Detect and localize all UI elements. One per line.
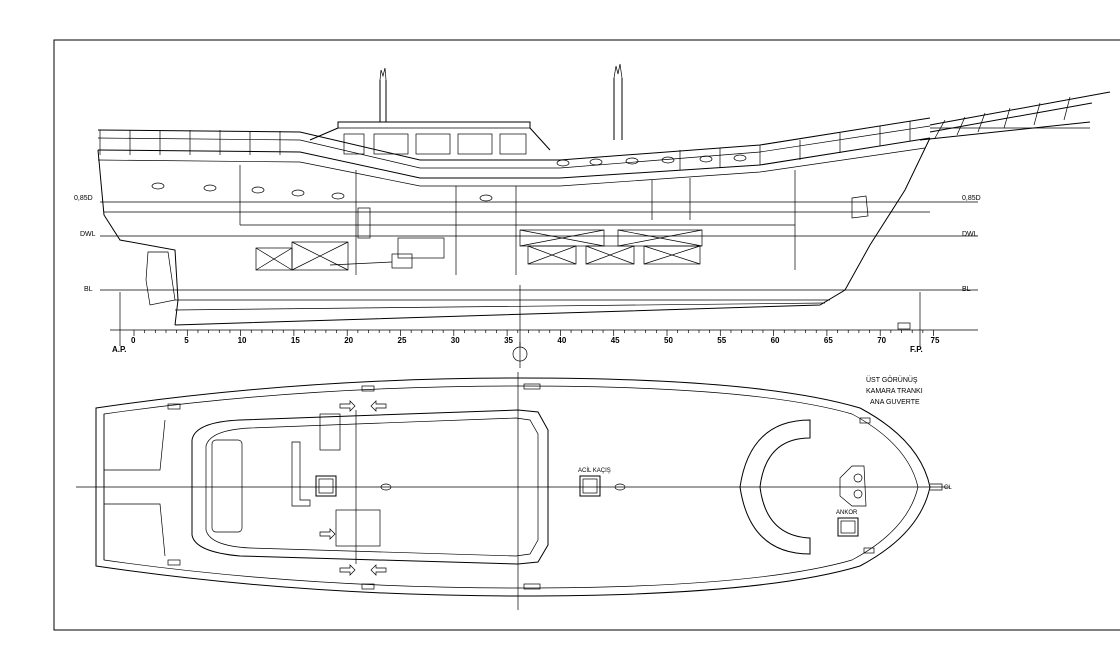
waterlines: 0,85D 0,85D DWL DWL BL BL — [74, 195, 981, 293]
station-number: 10 — [238, 336, 247, 345]
hatch-fore — [837, 517, 859, 537]
fp-label: F.P. — [910, 345, 923, 354]
station-number: 50 — [664, 336, 673, 345]
trunk-outline — [191, 409, 549, 565]
station-number: 30 — [451, 336, 460, 345]
hatch-escape — [579, 475, 601, 497]
station-number: 70 — [877, 336, 886, 345]
station-number: 5 — [184, 336, 189, 345]
station-number: 75 — [931, 336, 940, 345]
station-number: 45 — [611, 336, 620, 345]
station-number: 0 — [131, 336, 136, 345]
station-number: 55 — [717, 336, 726, 345]
station-number: 65 — [824, 336, 833, 345]
waterline-bl-right-label: BL — [962, 286, 971, 293]
waterline-085d-left-label: 0,85D — [74, 195, 93, 202]
acil-kacis-label: ACİL KAÇIŞ — [578, 467, 611, 474]
waterline-085d-right-label: 0,85D — [962, 195, 981, 202]
forward-seating — [739, 419, 811, 555]
hull-outline-plan — [95, 377, 931, 597]
plan-title-line3: ANA GUVERTE — [870, 399, 920, 406]
hatch-aft — [315, 475, 337, 497]
centerline-symbol — [512, 342, 528, 368]
station-number: 20 — [344, 336, 353, 345]
waterline-dwl-left-label: DWL — [80, 231, 96, 238]
hull-profile — [97, 137, 931, 326]
station-number: 60 — [771, 336, 780, 345]
profile-view: 0,85D 0,85D DWL DWL BL BL A.P. F.P. 0 5 10… — [74, 63, 1111, 368]
plan-title-line2: KAMARA TRANKI — [866, 388, 923, 395]
station-number: 40 — [557, 336, 566, 345]
plan-title-line1: ÜST GÖRÜNÜŞ — [866, 376, 918, 384]
station-number: 15 — [291, 336, 300, 345]
station-number: 35 — [504, 336, 513, 345]
waterline-bl-left-label: BL — [84, 286, 93, 293]
anchor-label: ANKOR — [836, 510, 858, 516]
sheet-border — [53, 39, 1120, 631]
console — [319, 413, 341, 451]
mast-fore — [613, 63, 623, 140]
info-box — [335, 509, 381, 547]
bulwark-rail — [97, 117, 931, 170]
bowsprit — [919, 91, 1111, 141]
cleats — [167, 383, 875, 590]
waterline-dwl-right-label: DWL — [962, 231, 978, 238]
engine — [329, 237, 445, 269]
windlass — [839, 465, 867, 507]
direction-arrows — [319, 400, 387, 576]
mast-aft — [379, 67, 387, 122]
deckhouse — [309, 121, 551, 155]
ap-label: A.P. — [112, 345, 127, 354]
station-scale: A.P. F.P. 0 5 10 15 20 25 30 35 40 45 50 55 60 65 70 75 — [110, 285, 978, 354]
station-number: 25 — [398, 336, 407, 345]
plan-view: ÜST GÖRÜNÜŞ KAMARA TRANKI ANA GUVERTE AC… — [76, 372, 952, 610]
centerline-label: CL — [944, 485, 952, 491]
